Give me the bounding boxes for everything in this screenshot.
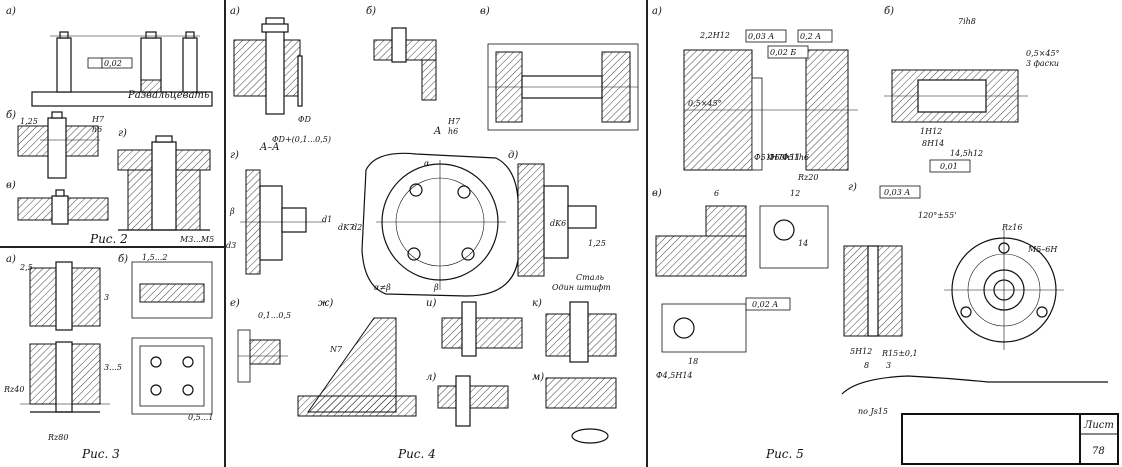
roughness-label: 1,25 xyxy=(20,117,38,126)
dim-3: 3 xyxy=(886,361,891,370)
subfig4-e: е) xyxy=(230,298,240,309)
rz20-label: d3 xyxy=(226,241,236,250)
tolerance-003a: 0,03 A xyxy=(748,32,774,41)
subfig3-b: б) xyxy=(118,254,128,265)
dim-14: 14 xyxy=(798,239,808,248)
angle-120: 120°±55' xyxy=(918,211,956,220)
dimension-1-5-2: 1,5...2 xyxy=(142,253,167,262)
chamfer-a: 0,5×45° xyxy=(688,99,722,108)
figure-5-drawing: 2,2H12 0,03 A 0,2 A 0,02 Б 0,5×45° Ф51H7… xyxy=(652,6,1119,465)
subfig5-v: в) xyxy=(652,188,662,199)
section-aa: A–A xyxy=(259,142,279,153)
angle-alpha: α xyxy=(424,159,430,168)
subfig5-g: г) xyxy=(848,182,857,193)
subfig4-a: а) xyxy=(230,6,240,17)
fit-h7: H7 xyxy=(447,117,461,126)
figure-2-caption: Рис. 2 xyxy=(89,232,128,246)
subfig4-zh: ж) xyxy=(318,298,333,309)
dim-18: 18 xyxy=(688,357,698,366)
roughness-1-25: 1,25 xyxy=(588,239,606,248)
subfig4-l: л) xyxy=(426,372,436,383)
dim-d2: dK7 xyxy=(338,223,355,232)
figure-panel-5: 2,2H12 0,03 A 0,2 A 0,02 Б 0,5×45° Ф51H7… xyxy=(648,0,1122,467)
dimension-3: 3 xyxy=(104,293,109,302)
fit-n7: N7 xyxy=(329,345,343,354)
dim-phi-d: ΦD xyxy=(298,115,312,124)
radius-r15: R15±0,1 xyxy=(881,349,918,358)
three-chamfers: 3 фаски xyxy=(1026,59,1059,68)
figure-4-drawing: ΦD ΦD+(0,1...0,5) H7 h6 A–A β d1 dK7 d2 … xyxy=(226,6,639,461)
dim-d3: d2 xyxy=(352,223,362,232)
rz20-a: Rz20 xyxy=(797,173,818,182)
fit-upper: H7 xyxy=(91,115,105,124)
subfig4-k: к) xyxy=(532,298,542,309)
dim-60h11: Ф60h11 xyxy=(768,153,800,162)
tolerance-02a: 0,2 A xyxy=(800,32,821,41)
subfig3-a: а) xyxy=(6,254,16,265)
dim-4-5h14: Ф4,5H14 xyxy=(656,371,693,380)
tolerance-js15: по Js15 xyxy=(858,407,888,416)
subfig5-b: б) xyxy=(884,6,894,17)
dim-gap: 0,1...0,5 xyxy=(258,311,291,320)
roughness-rz80: Rz80 xyxy=(47,433,68,442)
subfig4-b: б) xyxy=(366,6,376,17)
subfig4-g: г) xyxy=(230,150,239,161)
figure-panel-2-3: 0,02 Развальцевать 1,25 H7 h6 М3...М5 а)… xyxy=(0,0,226,467)
tolerance-value: 0,02 xyxy=(104,59,122,68)
fit-lower: h6 xyxy=(92,125,102,134)
dim-8h14: 8H14 xyxy=(922,139,944,148)
subfig4-m: м) xyxy=(532,372,544,383)
angle-beta: β xyxy=(433,283,439,292)
title-block xyxy=(901,413,1119,465)
dim-8: 8 xyxy=(864,361,869,370)
alpha-not-beta: α≠β xyxy=(374,283,391,292)
dim-51h7: Ф51H7 xyxy=(754,153,784,162)
one-pin: Один штифт xyxy=(552,283,611,292)
dim-phi-d-plus: ΦD+(0,1...0,5) xyxy=(272,135,331,144)
roughness-rz40: Rz40 xyxy=(3,385,24,394)
roughness-2-5: 2,5 xyxy=(19,263,33,272)
thread-label: М3...М5 xyxy=(179,235,214,244)
dim-2-2h12: 2,2H12 xyxy=(699,31,730,40)
figure-4-caption: Рис. 4 xyxy=(397,447,436,461)
subfig-g: г) xyxy=(118,128,127,139)
subfig4-d: д) xyxy=(508,150,518,161)
tolerance-001: 0,01 xyxy=(940,162,958,171)
subfig5-a: а) xyxy=(652,6,662,17)
tolerance-002a: 0,02 A xyxy=(752,300,778,309)
dim-12: 12 xyxy=(790,189,800,198)
section-mark-a: A xyxy=(433,126,441,137)
dimension-0-5-1: 0,5...1 xyxy=(188,413,213,422)
tolerance-003a-g: 0,03 A xyxy=(884,188,910,197)
subfig-v: в) xyxy=(6,180,16,191)
fit-h6: h6 xyxy=(448,127,458,136)
dim-dk6: dK6 xyxy=(550,219,566,228)
dim-51h6: Ф51h6 xyxy=(782,153,809,162)
thread-m5: М5–6H xyxy=(1027,245,1058,254)
dim-d1: β xyxy=(229,207,235,216)
dim-6: 6 xyxy=(714,189,719,198)
note-text: Развальцевать xyxy=(127,90,209,101)
subfig-a: а) xyxy=(6,6,16,17)
figure-5-caption: Рис. 5 xyxy=(765,447,804,461)
chamfer-b: 0,5×45° xyxy=(1026,49,1060,58)
sheet-label: Лист xyxy=(1083,420,1114,431)
subfig-b: б) xyxy=(6,110,16,121)
subfig4-v: в) xyxy=(480,6,490,17)
tolerance-002b: 0,02 Б xyxy=(770,48,796,57)
dim-1h12: 1H12 xyxy=(920,127,942,136)
figure-2-3-drawing: 0,02 Развальцевать 1,25 H7 h6 М3...М5 а)… xyxy=(0,6,226,461)
dim-5h12: 5H12 xyxy=(850,347,872,356)
rz16: Rz16 xyxy=(1001,223,1022,232)
dimension-3-5: 3...5 xyxy=(104,363,122,372)
dim-7ih8: 7ih8 xyxy=(958,17,976,26)
sheet-number: 78 xyxy=(1092,446,1105,457)
dim-dk7: d1 xyxy=(322,215,332,224)
figure-3-caption: Рис. 3 xyxy=(81,447,120,461)
dim-14-5h12: 14,5h12 xyxy=(950,149,983,158)
figure-panel-4: ΦD ΦD+(0,1...0,5) H7 h6 A–A β d1 dK7 d2 … xyxy=(226,0,648,467)
material-steel: Сталь xyxy=(576,273,604,282)
subfig4-i: и) xyxy=(426,298,436,309)
